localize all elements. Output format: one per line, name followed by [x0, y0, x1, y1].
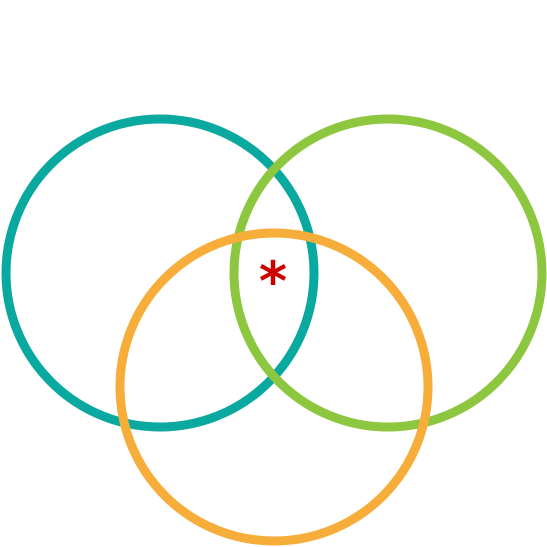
asterisk-icon: * — [259, 250, 287, 313]
teal-circle — [1, 114, 319, 432]
orange-circle — [115, 228, 433, 546]
green-circle — [229, 114, 547, 432]
